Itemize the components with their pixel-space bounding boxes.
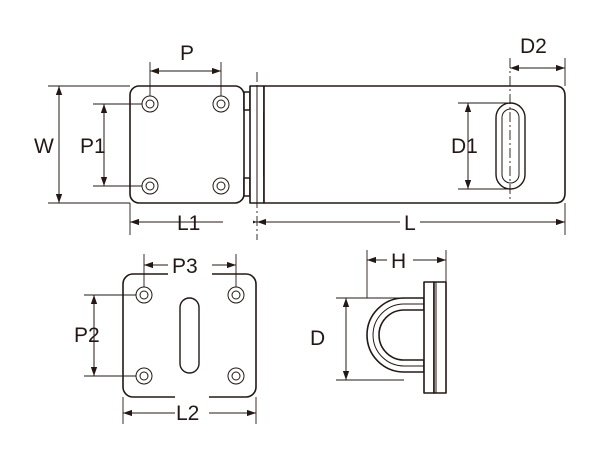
label-d1: D1 (451, 135, 478, 158)
left-hinge-plate (129, 85, 245, 204)
staple-base-plate (122, 273, 257, 398)
staple-loop (366, 297, 425, 373)
staple-slot (495, 102, 526, 190)
staple-side-view (366, 281, 447, 394)
label-p1: P1 (80, 135, 106, 158)
staple-base-edge (423, 281, 435, 394)
label-d2: D2 (520, 35, 547, 58)
dimension-labels: P W P1 L1 L D2 D1 P3 P2 L2 H D (34, 35, 547, 425)
label-l: L (404, 212, 416, 235)
screw-hole (212, 177, 230, 195)
screw-hole (227, 367, 245, 385)
hasp-plate (263, 85, 566, 204)
label-l2: L2 (176, 402, 199, 425)
staple-loop-slot (179, 297, 200, 374)
staple-plate-view (122, 273, 257, 398)
hasp-top-view (129, 85, 566, 204)
label-l1: L1 (177, 212, 200, 235)
label-p2: P2 (74, 324, 100, 347)
label-d: D (310, 327, 325, 350)
label-w: W (34, 135, 54, 158)
label-p3: P3 (172, 255, 198, 278)
label-h: H (391, 250, 406, 273)
label-p: P (180, 42, 194, 65)
